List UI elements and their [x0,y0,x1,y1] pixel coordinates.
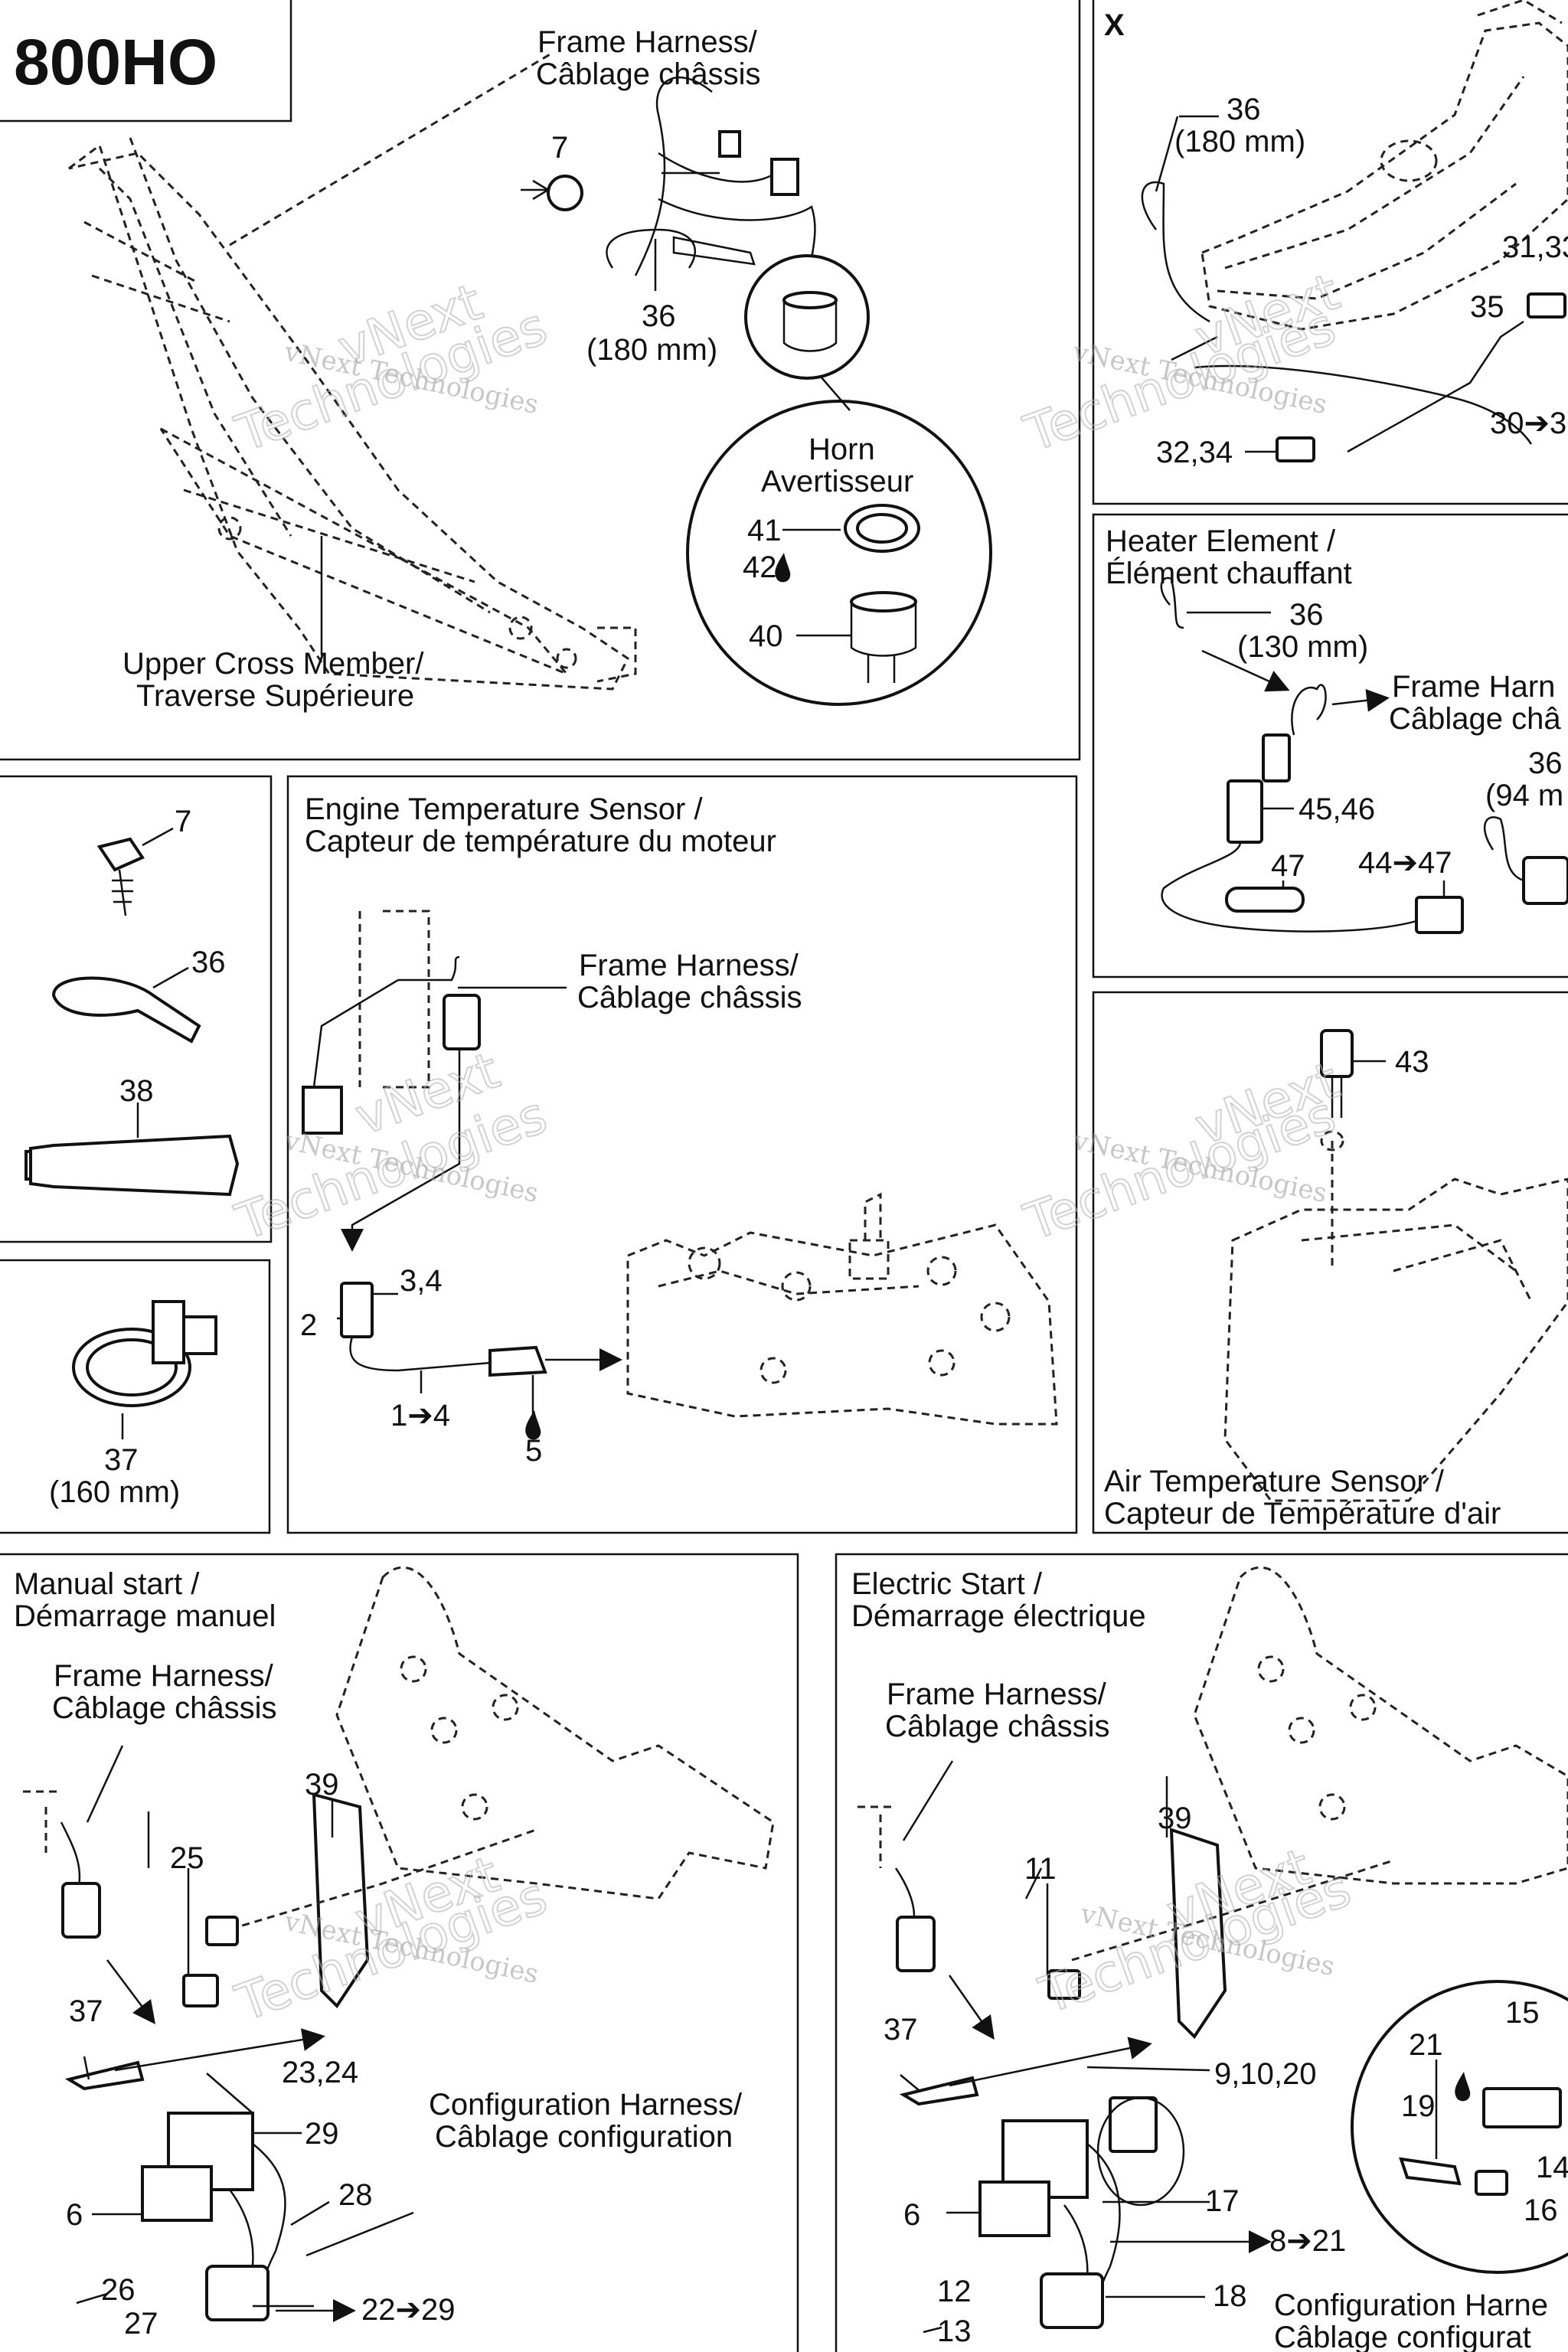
ref-40: 40 [749,619,783,653]
electric-start-title-1: Electric Start / [851,1567,1043,1601]
ref-43: 43 [1395,1045,1429,1079]
manual-frame-harness-1: Frame Harness/ [54,1659,274,1693]
ref-38: 38 [119,1074,154,1108]
ref-6-manual: 6 [66,2198,83,2232]
ref-14: 14 [1536,2151,1568,2184]
upper-cross-member-drawing [68,52,637,691]
section-marker: X [1104,8,1125,42]
ref-21: 21 [1409,2028,1443,2062]
ref-36-hardware: 36 [191,946,226,979]
manual-start-drawing [23,1566,775,2322]
ref-35: 35 [1470,290,1504,324]
tie-length-heater: (130 mm) [1237,630,1368,664]
ref-7-hardware: 7 [175,805,191,838]
ref-37-electric: 37 [884,2013,918,2047]
ref-17: 17 [1205,2184,1240,2218]
ref-7-top: 7 [551,131,568,165]
ref-36b-heater: 36 [1528,746,1563,780]
engine-temp-frame-harness-1: Frame Harness/ [579,949,799,982]
manual-start-title-1: Manual start / [14,1567,200,1601]
heater-title-2: Élément chauffant [1106,556,1352,590]
ref-15: 15 [1505,1996,1540,2030]
ref-26: 26 [101,2273,136,2307]
electric-config-harness-2: Câblage configurat [1274,2321,1531,2352]
ref-25: 25 [170,1841,204,1875]
air-temp-title-1: Air Temperature Sensor / [1104,1465,1445,1498]
ref-32-34: 32,34 [1156,436,1233,469]
engine-temp-frame-harness-2: Câblage châssis [577,981,802,1014]
engine-temperature-sensor-drawing [302,910,1058,1440]
ref-18: 18 [1213,2279,1247,2313]
heater-frame-harness-2: Câblage châ [1389,702,1561,736]
ref-3-4: 3,4 [400,1264,443,1298]
ref-37-hardware: 37 [104,1443,139,1477]
ref-36-heater: 36 [1289,598,1324,632]
ref-30-3: 30➔3 [1490,407,1566,440]
ref-36-top: 36 [642,299,676,333]
ref-39-manual: 39 [305,1768,339,1802]
engine-temp-title-2: Capteur de température du moteur [305,825,776,858]
model-title: 800HO [14,26,217,98]
ref-42: 42 [743,550,777,584]
ref-45-46: 45,46 [1298,792,1375,826]
electric-start-title-2: Démarrage électrique [851,1599,1146,1633]
manual-start-title-2: Démarrage manuel [14,1599,276,1633]
ref-37-manual: 37 [69,1994,103,2028]
frame-harness-horn-drawing [320,76,992,706]
ref-39-electric: 39 [1158,1802,1192,1835]
ref-8-21: 8➔21 [1269,2224,1346,2258]
frame-harness-label-2: Câblage châssis [536,57,761,91]
ref-28: 28 [338,2178,373,2212]
clamp-length: (160 mm) [49,1475,180,1509]
air-temperature-sensor-drawing [1223,1029,1568,1502]
upper-cross-member-label-2: Traverse Supérieure [136,679,414,713]
manual-frame-harness-2: Câblage châssis [52,1691,277,1725]
tie-length-tank: (180 mm) [1174,125,1305,158]
ref-23-24: 23,24 [282,2056,358,2089]
ref-22-29: 22➔29 [361,2293,456,2327]
heater-element-drawing [1160,577,1568,934]
ref-2: 2 [300,1308,317,1342]
ref-9-10-20: 9,10,20 [1214,2057,1316,2091]
ref-16: 16 [1524,2194,1558,2227]
ref-5: 5 [525,1434,542,1468]
tie-length-top: (180 mm) [586,333,717,367]
watermark-tech-4: Technologies [1017,1086,1343,1253]
electric-frame-harness-1: Frame Harness/ [887,1677,1107,1711]
engine-temp-title-1: Engine Temperature Sensor / [305,792,703,826]
heater-title-1: Heater Element / [1106,524,1336,558]
ref-29: 29 [305,2117,339,2151]
ref-6-electric: 6 [903,2198,920,2232]
upper-cross-member-label-1: Upper Cross Member/ [122,647,424,681]
horn-label-1: Horn [808,433,875,466]
ref-36-tank: 36 [1227,93,1261,126]
fuel-tank-drawing [1141,0,1568,462]
manual-config-harness-1: Configuration Harness/ [429,2088,743,2122]
ref-31-33: 31,33 [1502,230,1568,264]
ref-1-4: 1➔4 [390,1399,450,1432]
horn-label-2: Avertisseur [761,465,913,498]
air-temp-title-2: Capteur de Température d'air [1104,1497,1501,1530]
ref-44-47: 44➔47 [1358,846,1452,880]
heater-frame-harness-1: Frame Harn [1392,670,1555,704]
electric-start-drawing [858,1566,1568,2334]
ref-11: 11 [1024,1852,1057,1886]
manual-config-harness-2: Câblage configuration [435,2120,733,2154]
ref-19: 19 [1401,2089,1436,2123]
ref-47: 47 [1271,849,1305,883]
ref-12: 12 [937,2275,972,2308]
ref-27: 27 [124,2307,158,2341]
frame-harness-label-1: Frame Harness/ [537,25,758,59]
electric-config-harness-1: Configuration Harne [1274,2288,1548,2322]
hardware-drawing [24,827,240,1439]
ref-13: 13 [937,2314,972,2348]
electric-frame-harness-2: Câblage châssis [885,1710,1110,1743]
tie-length-heater-b: (94 m [1485,779,1563,812]
ref-41: 41 [747,514,782,547]
